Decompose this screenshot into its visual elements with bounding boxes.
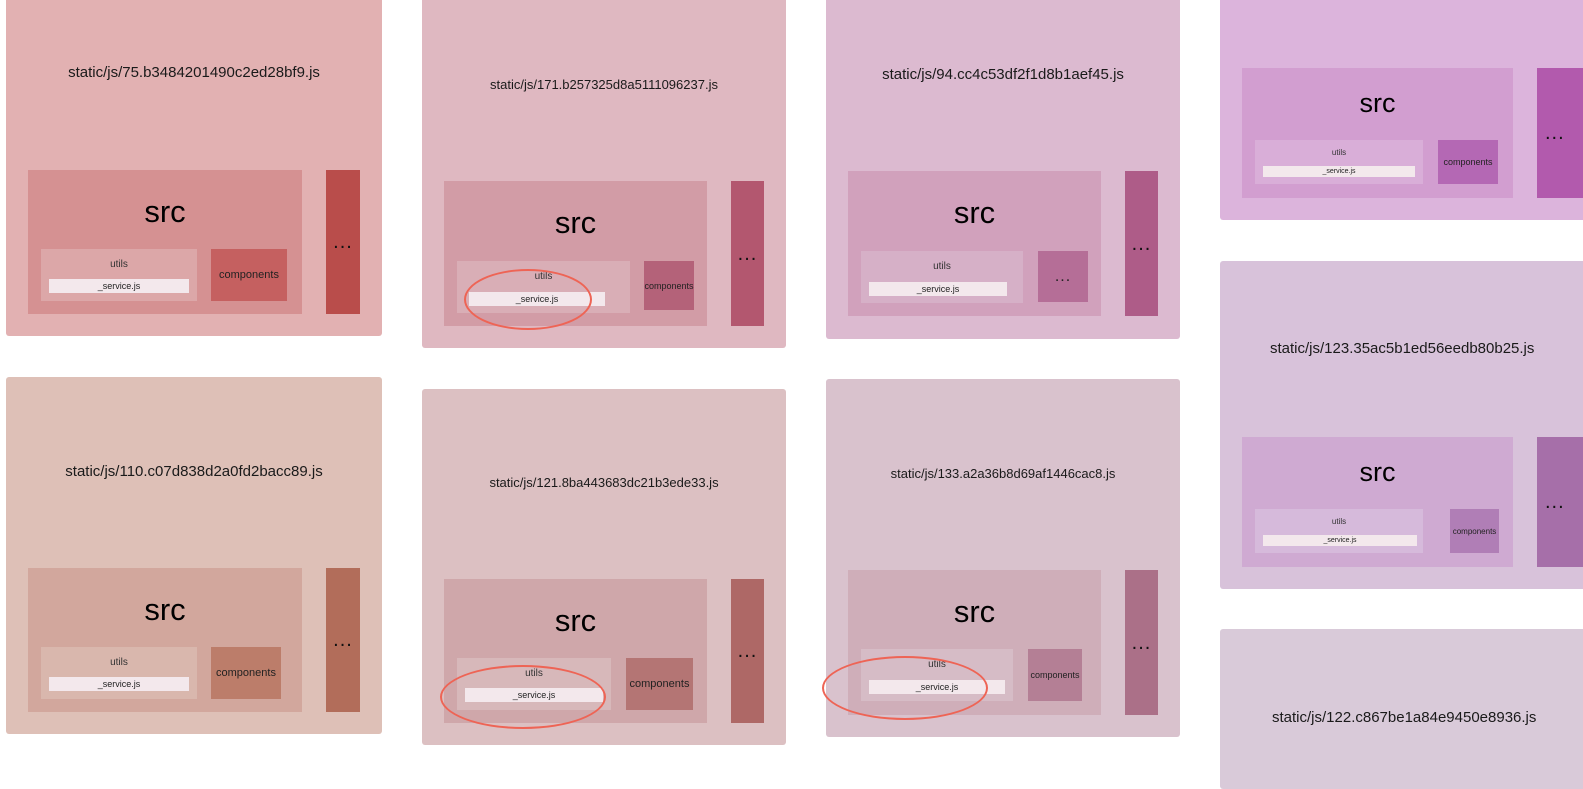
src-folder[interactable]: src utils _service.js components [848,570,1101,715]
components-folder[interactable]: components [626,658,693,710]
src-folder[interactable]: src utils _service.js components [28,568,302,712]
service-file[interactable]: _service.js [49,677,189,691]
src-folder[interactable]: src utils _service.js components [444,181,707,326]
components-folder[interactable]: components [1028,649,1082,701]
service-file[interactable]: _service.js [465,688,603,702]
module-tile[interactable]: static/js/110.c07d838d2a0fd2bacc89.js sr… [6,377,382,734]
src-label: src [144,592,186,627]
src-folder[interactable]: src utils _service.js components [1242,68,1513,198]
more-folders-bar[interactable]: ... [326,568,360,712]
tile-title: static/js/94.cc4c53df2f1d8b1aef45.js [882,66,1124,83]
ellipsis-label: ... [1131,631,1152,654]
more-folders-bar[interactable]: ... [1537,437,1583,567]
ellipsis-label: ... [1545,491,1565,513]
src-label: src [554,205,597,240]
utils-folder[interactable]: utils _service.js [41,249,197,301]
module-tile[interactable]: src utils _service.js components ... [1220,0,1583,220]
utils-folder[interactable]: utils _service.js [457,261,630,313]
components-folder[interactable]: components [211,647,281,699]
service-file[interactable]: _service.js [869,680,1005,694]
more-folders-bar[interactable]: ... [326,170,360,314]
service-file[interactable]: _service.js [1263,166,1415,177]
more-folders-bar[interactable]: ... [731,579,764,723]
ellipsis-label: ... [737,242,758,265]
src-label: src [1359,457,1396,487]
more-folders-bar[interactable]: ... [1537,68,1583,198]
src-folder[interactable]: src utils _service.js components [444,579,707,723]
module-tile[interactable]: static/js/171.b257325d8a5111096237.js sr… [422,0,786,348]
service-file[interactable]: _service.js [1263,535,1417,546]
ellipsis-label: ... [333,629,353,651]
utils-label: utils [928,659,946,670]
module-tile[interactable]: static/js/133.a2a36b8d69af1446cac8.js sr… [826,379,1180,737]
src-folder[interactable]: src utils _service.js components [28,170,302,314]
utils-label: utils [1331,517,1347,526]
ellipsis-label: ... [1131,232,1152,255]
ellipsis-label: ... [333,231,353,253]
utils-folder[interactable]: utils _service.js [861,251,1023,303]
src-label: src [953,195,996,230]
src-folder[interactable]: src utils _service.js components [1242,437,1513,567]
service-file[interactable]: _service.js [869,282,1007,296]
ellipsis-label: ... [737,640,758,662]
more-folders-bar[interactable]: ... [1125,171,1158,316]
module-tile[interactable]: static/js/75.b3484201490c2ed28bf9.js src… [6,0,382,336]
src-label: src [953,594,996,629]
utils-folder[interactable]: utils _service.js [1255,140,1423,184]
components-folder[interactable]: components [1438,140,1498,184]
more-folders-bar[interactable]: ... [1125,570,1158,715]
components-folder[interactable]: components [644,261,694,310]
module-tile[interactable]: static/js/94.cc4c53df2f1d8b1aef45.js src… [826,0,1180,339]
src-label: src [1359,88,1396,118]
utils-label: utils [534,271,553,282]
tile-title: static/js/75.b3484201490c2ed28bf9.js [68,64,320,81]
utils-label: utils [110,259,128,270]
utils-folder[interactable]: utils _service.js [41,647,197,699]
tile-title: static/js/122.c867be1a84e9450e8936.js [1272,709,1537,726]
module-tile[interactable]: static/js/123.35ac5b1ed56eedb80b25.js sr… [1220,261,1583,589]
utils-folder[interactable]: utils _service.js [861,649,1013,701]
module-tile[interactable]: static/js/122.c867be1a84e9450e8936.js [1220,629,1583,789]
src-label: src [554,603,597,638]
ellipsis-label: ... [1054,267,1072,285]
components-folder[interactable]: ... [1038,251,1088,302]
components-folder[interactable]: components [211,249,287,301]
components-folder[interactable]: components [1450,509,1499,553]
utils-folder[interactable]: utils _service.js [457,658,611,710]
tile-title: static/js/123.35ac5b1ed56eedb80b25.js [1270,340,1535,357]
service-file[interactable]: _service.js [49,279,189,293]
service-file[interactable]: _service.js [469,292,605,306]
tile-title: static/js/171.b257325d8a5111096237.js [490,77,718,92]
ellipsis-label: ... [1545,122,1565,144]
utils-folder[interactable]: utils _service.js [1255,509,1423,553]
tile-title: static/js/121.8ba443683dc21b3ede33.js [489,475,719,490]
src-label: src [144,194,186,229]
utils-label: utils [110,657,128,668]
tile-title: static/js/110.c07d838d2a0fd2bacc89.js [65,463,323,480]
utils-label: utils [1331,148,1347,157]
module-tile[interactable]: static/js/121.8ba443683dc21b3ede33.js sr… [422,389,786,745]
utils-label: utils [525,668,543,679]
more-folders-bar[interactable]: ... [731,181,764,326]
src-folder[interactable]: src utils _service.js ... [848,171,1101,316]
tile-title: static/js/133.a2a36b8d69af1446cac8.js [890,466,1116,481]
utils-label: utils [933,261,951,272]
